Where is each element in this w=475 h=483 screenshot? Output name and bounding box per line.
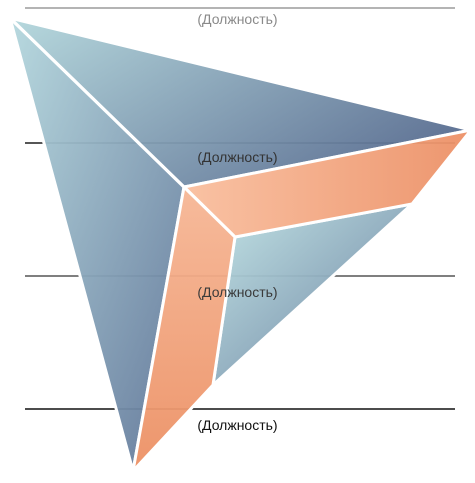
level-label-4: (Должность)	[0, 417, 475, 433]
pyramid-faces	[10, 18, 471, 471]
level-label-3: (Должность)	[0, 284, 475, 300]
level-label-1: (Должность)	[0, 11, 475, 27]
level-label-2: (Должность)	[0, 149, 475, 165]
